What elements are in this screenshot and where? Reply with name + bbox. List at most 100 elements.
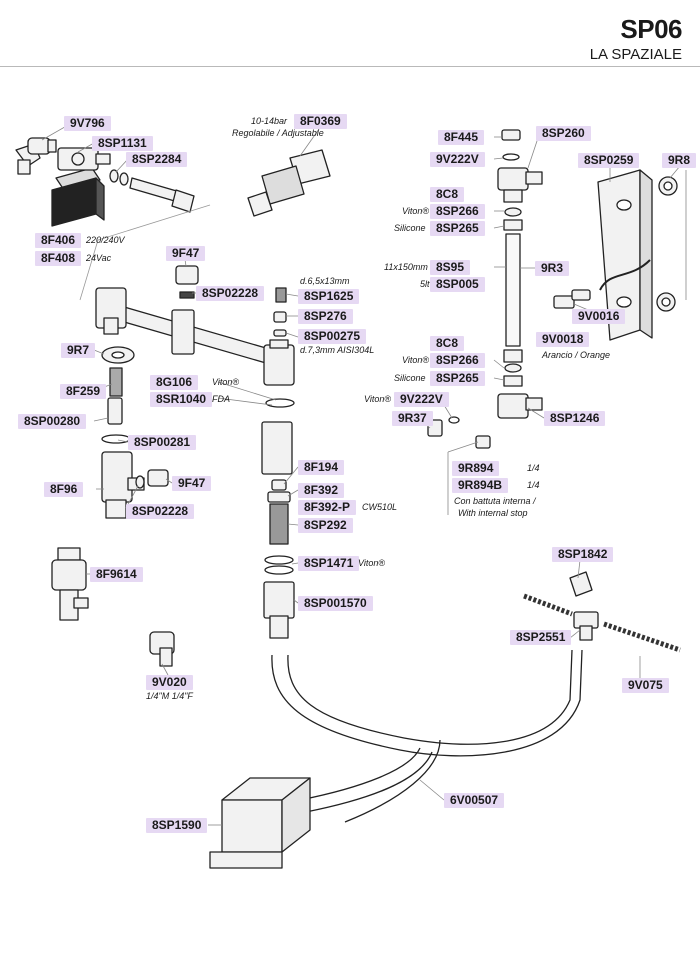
part-label: 9V020 <box>146 675 193 690</box>
part-label: 8SP292 <box>298 518 353 533</box>
jet-insert <box>273 311 287 323</box>
brand-name: LA SPAZIALE <box>589 46 682 63</box>
part-label: 8F392 <box>298 483 345 498</box>
spec-note: With internal stop <box>458 508 528 518</box>
part-label: 8SP1131 <box>92 136 153 151</box>
clip-fitting <box>569 571 593 597</box>
solenoid-coil <box>51 167 105 227</box>
oring <box>264 555 294 565</box>
non-return-valve <box>101 451 145 519</box>
gasket-ring <box>179 291 195 299</box>
part-label: 8SP2284 <box>126 152 188 167</box>
piston-head <box>267 491 291 503</box>
part-label: 9V222V <box>430 152 485 167</box>
part-label: 8F0369 <box>294 114 347 129</box>
gasket-ring <box>135 475 145 489</box>
braided-hose <box>603 621 681 653</box>
spec-note: 5lt <box>420 279 430 289</box>
hose-barb <box>475 435 491 449</box>
part-label: 8SP0259 <box>578 153 640 168</box>
spec-note: CW510L <box>362 502 398 512</box>
part-label: 8SP265 <box>430 221 485 236</box>
spec-note: d.6,5x13mm <box>300 276 350 286</box>
part-label: 8F408 <box>35 251 82 266</box>
part-label: 8SP1246 <box>544 411 606 426</box>
spec-note: 1/4 <box>527 480 540 490</box>
probe-clamp <box>571 289 591 301</box>
part-label: 8SP001570 <box>298 596 373 611</box>
vacuum-valve <box>51 547 89 621</box>
spring <box>109 367 123 397</box>
part-label: 9V0016 <box>572 309 626 324</box>
part-label: 9R37 <box>392 411 433 426</box>
spec-note: Silicone <box>394 373 426 383</box>
part-label: 8SP276 <box>298 309 353 324</box>
silicone-tubes <box>271 649 583 823</box>
part-label: 9R8 <box>662 153 697 168</box>
nozzle <box>273 329 287 337</box>
part-label: 8G106 <box>150 375 199 390</box>
part-label: 9F47 <box>172 476 212 491</box>
part-label: 8SP1590 <box>146 818 208 833</box>
valve-pin <box>107 397 123 425</box>
page-code: SP06 <box>620 14 682 44</box>
part-label: 8SP00280 <box>18 414 87 429</box>
part-label: 8F259 <box>60 384 107 399</box>
part-label: 8F194 <box>298 460 345 475</box>
spec-note: Regolabile / Adjustable <box>232 128 324 138</box>
part-label: 8SP1471 <box>298 556 360 571</box>
manifold-tube <box>95 287 295 386</box>
part-label: 8F392-P <box>298 500 357 515</box>
spec-note: FDA <box>212 394 230 404</box>
part-label: 9V796 <box>64 116 111 131</box>
part-label: 9V0018 <box>536 332 590 347</box>
part-label: 8SP260 <box>536 126 591 141</box>
probe-clamp <box>553 295 575 309</box>
part-label: 9F47 <box>166 246 206 261</box>
tap-fitting <box>149 631 175 667</box>
header-divider <box>0 66 700 67</box>
oring <box>448 416 460 424</box>
part-label: 8SR1040 <box>150 392 213 407</box>
oring <box>265 398 295 408</box>
spec-note: Viton® <box>364 394 391 404</box>
filter-spring <box>275 287 287 303</box>
part-label: 8F445 <box>438 130 485 145</box>
part-label: 9V075 <box>622 678 669 693</box>
spec-note: Silicone <box>394 223 426 233</box>
part-label: 6V00507 <box>444 793 505 808</box>
spec-note: 1/4 <box>527 463 540 473</box>
piston-spring <box>269 503 289 545</box>
part-label: 8SP2551 <box>510 630 572 645</box>
part-label: 8C8 <box>430 187 465 202</box>
level-gauge-parts <box>497 129 543 419</box>
part-label: 8SP005 <box>430 277 485 292</box>
part-label: 8F96 <box>44 482 84 497</box>
part-label: 9V222V <box>394 392 449 407</box>
part-label: 8F406 <box>35 233 82 248</box>
spec-note: 1/4"M 1/4"F <box>146 691 193 701</box>
part-label: 8SP1842 <box>552 547 614 562</box>
spec-note: 220/240V <box>86 235 125 245</box>
relief-valve <box>247 149 331 217</box>
tube-fitting <box>109 169 195 213</box>
part-label: 8SP02228 <box>196 286 265 301</box>
part-label: 8SP00281 <box>128 435 197 450</box>
part-label: 9R894 <box>452 461 500 476</box>
part-label: 8F9614 <box>90 567 143 582</box>
water-tank <box>209 777 311 869</box>
part-label: 8SP00275 <box>298 329 367 344</box>
mounting-bracket <box>597 169 653 341</box>
spec-note: d.7,3mm AISI304L <box>300 345 375 355</box>
spec-note: Con battuta interna / <box>454 496 536 506</box>
part-label: 9R894B <box>452 478 509 493</box>
part-label: 8C8 <box>430 336 465 351</box>
spec-note: 24Vac <box>86 253 112 263</box>
spec-note: Arancio / Orange <box>542 350 611 360</box>
spec-note: 10-14bar <box>251 116 288 126</box>
part-label: 9R7 <box>61 343 96 358</box>
spec-note: Viton® <box>402 355 429 365</box>
tee-connector <box>573 611 599 641</box>
cap-nut <box>175 265 199 285</box>
